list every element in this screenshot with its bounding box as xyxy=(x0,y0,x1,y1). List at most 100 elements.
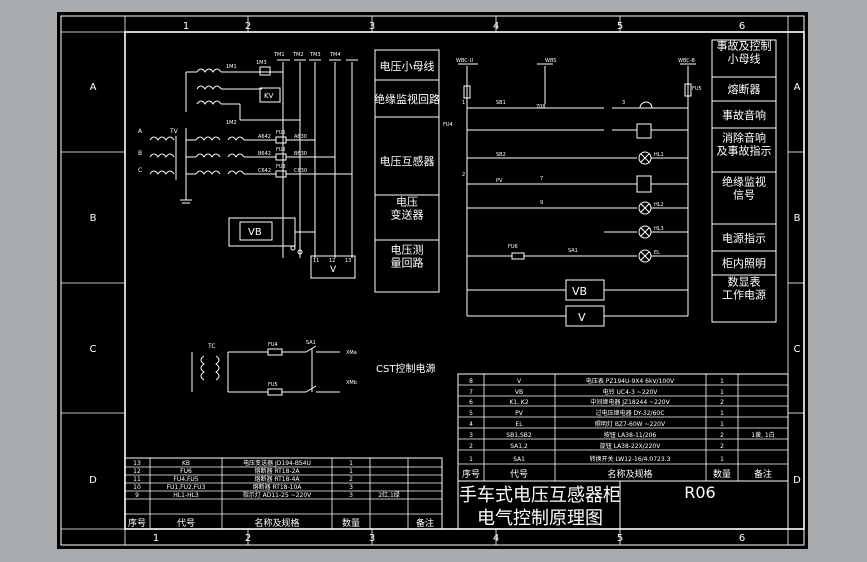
left-bom-h-name: 名称及规格 xyxy=(254,517,299,529)
left-bom-qty: 1 xyxy=(349,460,353,467)
left-bom-qty: 2 xyxy=(349,476,353,483)
right-bom-name: 电铃 UC4-3 ~220V xyxy=(603,388,659,396)
left-bom-qty: 1 xyxy=(349,468,353,475)
v-term-3: 13 xyxy=(345,258,351,264)
winding-2: B642 xyxy=(258,151,271,157)
left-bom-n: 13 xyxy=(133,460,141,467)
pt-v-label: V xyxy=(330,265,337,275)
phase-c: C xyxy=(138,167,142,174)
rfunc-label-7: 柜内照明 xyxy=(722,256,766,270)
fu4-label: FU4 xyxy=(443,122,453,128)
function-labels-right: 事故及控制小母线 熔断器 事故音响 消除音响及事故指示 绝缘监视信号 电源指示 … xyxy=(711,38,777,323)
lead-3: 3 xyxy=(622,100,625,106)
col-label-b4: 4 xyxy=(493,533,499,544)
right-bom-qty: 1 xyxy=(720,456,724,463)
fuse-fu1: FU1 xyxy=(276,130,286,136)
pt-vb-label: VB xyxy=(248,227,262,238)
control-circuit: WBC-U WBS WBC-B FU4 FU5 SB1 SB2 PV FU6 S… xyxy=(443,58,702,327)
left-bom-h-qty: 数量 xyxy=(342,517,360,529)
pv-label: PV xyxy=(496,178,503,184)
func-label-5: 电压测量回路 xyxy=(391,243,424,269)
right-bom-code: SB1,SB2 xyxy=(506,432,532,439)
title-block: 手车式电压互感器柜 电气控制原理图 R06 xyxy=(457,480,789,530)
cst-circuit: TC FU4 FU5 SA1 XMa XMb CST控制电源 xyxy=(191,340,435,396)
left-bom-note: 2红,1绿 xyxy=(378,491,400,499)
right-bom-note: 1黄, 1白 xyxy=(751,431,774,439)
left-bom-code: FU1,FU2,FU3 xyxy=(167,484,206,491)
right-bom-name: 按钮 LA38-11/206 xyxy=(604,431,657,439)
col-label-6: 6 xyxy=(739,21,745,32)
fuse-fu3: FU3 xyxy=(276,164,286,170)
rfunc-label-8: 数显表工作电源 xyxy=(722,274,766,301)
v-term-1: 11 xyxy=(313,258,319,264)
left-bom-n: 9 xyxy=(135,492,139,499)
ctrl-v-label: V xyxy=(578,311,586,324)
title-line-1: 手车式电压互感器柜 xyxy=(459,485,621,506)
right-bom-qty: 1 xyxy=(720,378,724,385)
column-ticks xyxy=(61,16,804,545)
right-bom-n: 8 xyxy=(469,378,473,385)
hl3-label: HL3 xyxy=(654,226,664,232)
left-bom-name: 熔断器 RT18-10A xyxy=(253,483,303,491)
right-bom-code: SA1,2 xyxy=(510,443,528,450)
fuse-code-1: A630 xyxy=(294,134,307,140)
col-label-b3: 3 xyxy=(369,533,375,544)
bus-tag-4: TM4 xyxy=(329,52,341,58)
left-bom-code: FU4,FU5 xyxy=(173,476,198,483)
kv-relay-label: KV xyxy=(264,92,274,100)
lead-9: 9 xyxy=(540,200,543,206)
row-label-rd: D xyxy=(793,475,801,486)
rfunc-label-2: 熔断器 xyxy=(728,82,761,96)
left-bom-qty: 3 xyxy=(349,484,353,491)
col-label-b2: 2 xyxy=(245,533,251,544)
col-label-b5: 5 xyxy=(617,533,623,544)
winding-3: C642 xyxy=(258,168,271,174)
cst-out1: XMa xyxy=(346,350,357,356)
left-bom-name: 指示灯 AD11-25 ~220V xyxy=(243,491,312,499)
right-bom-name: 中间继电器 JZ18244 ~220V xyxy=(590,398,670,406)
cst-out2: XMb xyxy=(346,380,357,386)
fuse-code-2: B630 xyxy=(294,151,307,157)
left-bom-name: 电压变送器 JD194-BS4U xyxy=(243,459,311,467)
func-label-2: 绝缘监视回路 xyxy=(374,92,440,106)
sb2-label: SB2 xyxy=(496,152,506,158)
rfunc-label-1: 事故及控制小母线 xyxy=(717,38,772,65)
right-bom-name: 过电压继电器 DY-32/60C xyxy=(596,409,665,417)
right-bom-n: 7 xyxy=(469,389,473,396)
cst-fu5: FU5 xyxy=(268,382,278,388)
right-bom-qty: 1 xyxy=(720,389,724,396)
left-bom-code: HL1-HL3 xyxy=(173,492,199,499)
fu6-label: FU6 xyxy=(508,244,518,250)
left-bom-n: 11 xyxy=(133,476,141,483)
rfunc-label-6: 电源指示 xyxy=(722,231,766,245)
right-bom-n: 2 xyxy=(469,443,473,450)
phase-a: A xyxy=(138,128,143,135)
bus-tag-1: TM1 xyxy=(273,52,285,58)
left-bom-code: FU6 xyxy=(180,468,192,475)
left-bom-qty: 3 xyxy=(349,492,353,499)
col-label-3: 3 xyxy=(369,21,375,32)
cst-tc: TC xyxy=(207,343,216,350)
col-label-4: 4 xyxy=(493,21,499,32)
lead-1: 1 xyxy=(462,100,465,106)
right-bom-h-name: 名称及规格 xyxy=(607,468,652,480)
cst-sa: SA1 xyxy=(306,340,316,346)
func-label-4: 电压变送器 xyxy=(391,195,424,221)
top-label-1: 1M1 xyxy=(226,64,237,70)
bus-left: WBC-U xyxy=(456,58,474,64)
cst-label: CST控制电源 xyxy=(376,362,435,375)
left-bom-h-code: 代号 xyxy=(177,518,195,529)
bus-tag-2: TM2 xyxy=(292,52,304,58)
right-bom-code: SA1 xyxy=(513,456,525,463)
col-label-5: 5 xyxy=(617,21,623,32)
right-bom-n: 3 xyxy=(469,432,473,439)
func-label-3: 电压互感器 xyxy=(380,155,435,168)
right-bom-code: VB xyxy=(515,389,523,396)
winding-1: A642 xyxy=(258,134,271,140)
right-bom-n: 1 xyxy=(469,456,473,463)
left-bom-name: 熔断器 RT18-2A xyxy=(254,467,300,475)
row-label-b: B xyxy=(90,213,97,224)
v-term-2: 12 xyxy=(329,258,335,264)
